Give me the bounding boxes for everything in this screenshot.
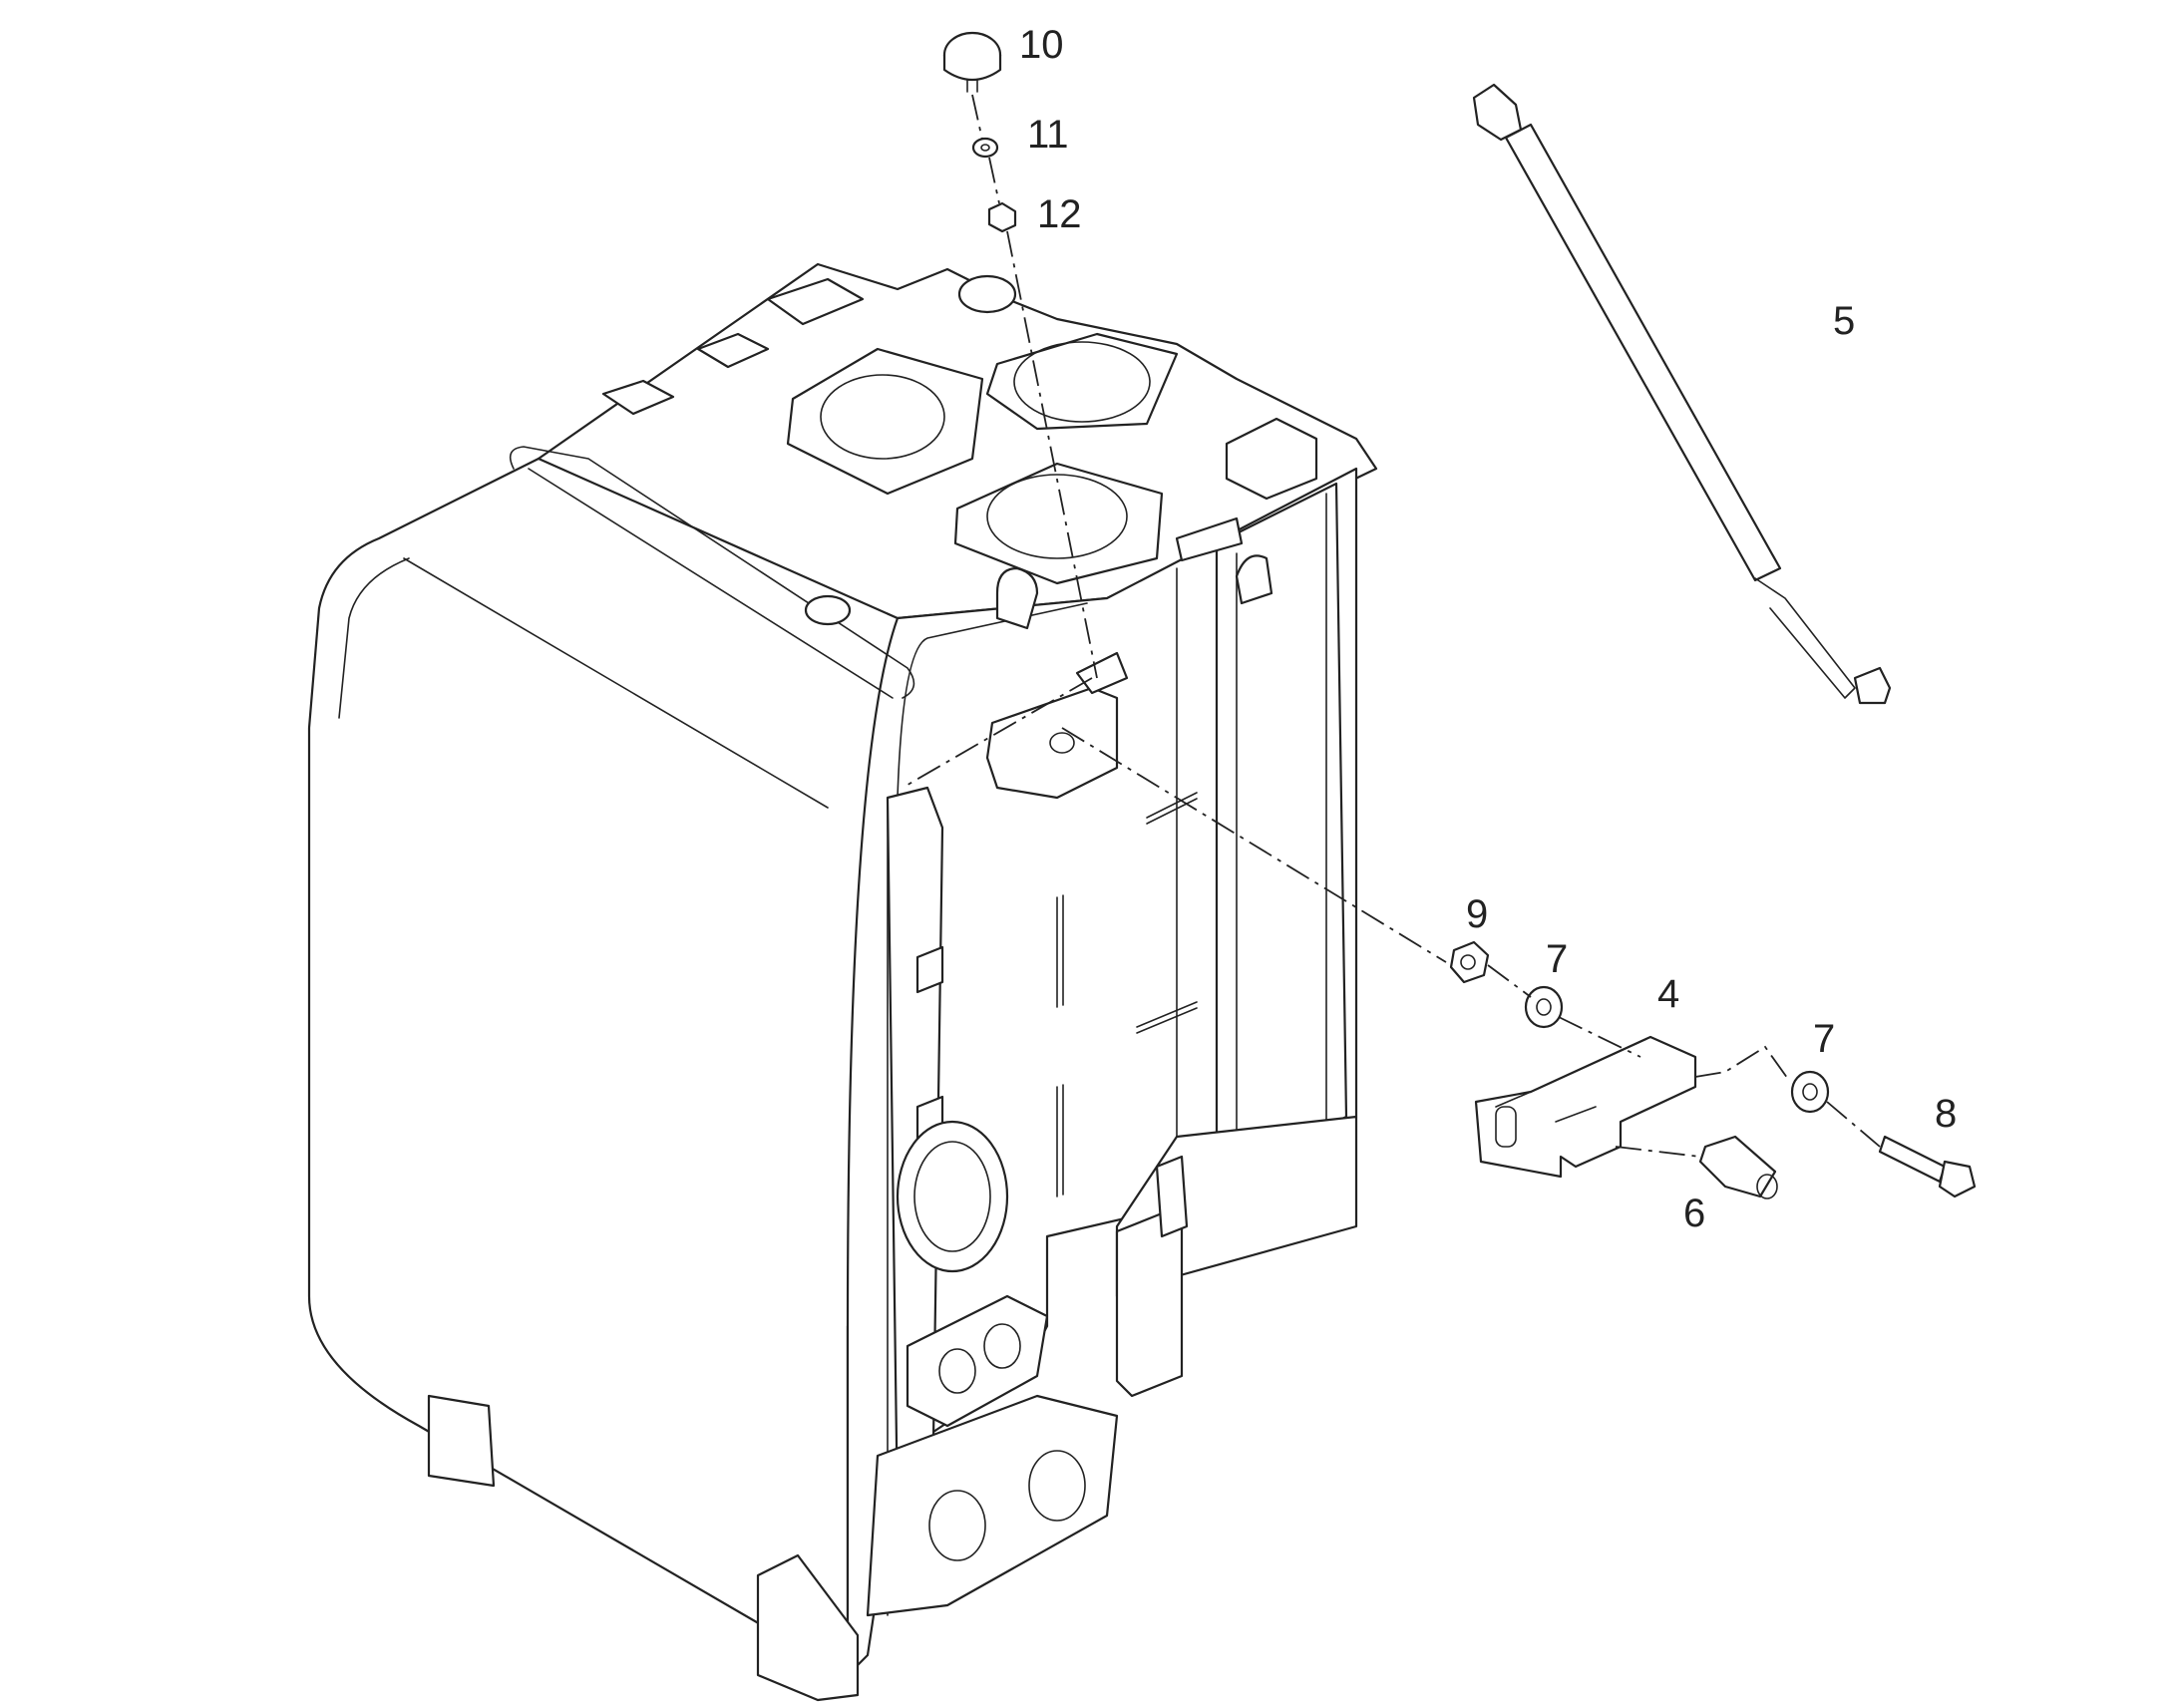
callout-9: 9	[1466, 892, 1488, 936]
callout-4: 4	[1657, 972, 1679, 1016]
callout-7-right: 7	[1813, 1017, 1835, 1061]
callout-10: 10	[1019, 23, 1064, 67]
bolt	[1878, 1135, 1947, 1184]
gas-strut	[1472, 83, 1892, 705]
latch-block	[1474, 1035, 1697, 1179]
callout-7-left: 7	[1546, 937, 1568, 981]
tank-body	[307, 262, 1378, 1702]
leader-lines	[902, 94, 1881, 1158]
knob-assembly	[942, 31, 1017, 233]
pin	[1698, 1135, 1777, 1198]
callout-labels: 10 11 12 5 9 7 4 7 8 6	[1019, 23, 1957, 1235]
washer-right	[1790, 1070, 1830, 1114]
callout-12: 12	[1037, 192, 1082, 236]
nut-12	[987, 201, 1017, 233]
latch-block-assembly	[1449, 940, 1977, 1199]
callout-11: 11	[1027, 113, 1069, 157]
callout-5: 5	[1833, 299, 1855, 343]
nut-9	[1449, 940, 1490, 984]
washer-left	[1524, 985, 1564, 1029]
callout-8: 8	[1935, 1092, 1957, 1136]
callout-6: 6	[1683, 1192, 1705, 1235]
washer-11	[971, 137, 999, 159]
